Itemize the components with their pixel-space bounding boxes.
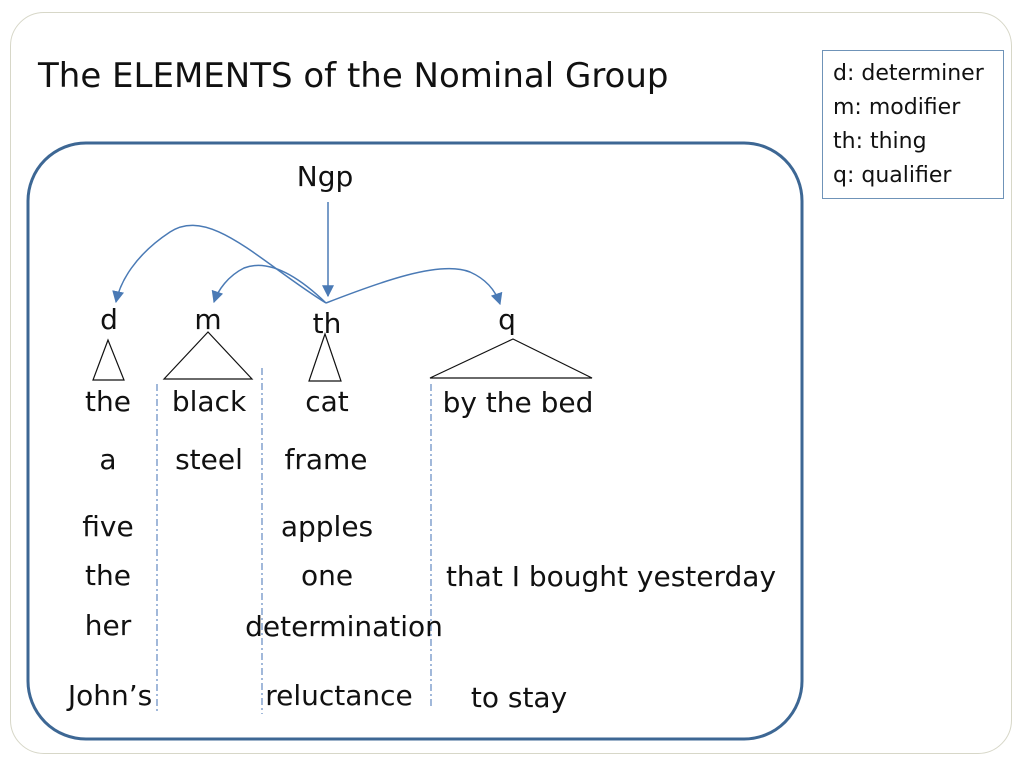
modifier-triangle: [162, 331, 254, 380]
example-determiner: her: [84, 609, 132, 642]
example-qualifier: by the bed: [442, 386, 594, 419]
qualifier-triangle: [429, 338, 593, 379]
thing-to-determiner-arrow: [112, 224, 327, 304]
example-determiner: a: [99, 443, 117, 476]
legend-box: d: determiner m: modifier th: thing q: q…: [822, 50, 1004, 199]
example-thing: one: [300, 559, 354, 592]
legend-item-modifier: m: modifier: [833, 95, 961, 120]
determiner-triangle: [92, 338, 125, 381]
thing-triangle: [308, 332, 342, 382]
example-determiner: the: [85, 385, 131, 418]
thing-to-modifier-arrow: [211, 264, 327, 304]
root-node-label: Ngp: [296, 160, 354, 193]
legend-item-thing: th: thing: [833, 129, 927, 154]
example-determiner: John’s: [67, 679, 153, 712]
example-thing: cat: [305, 385, 349, 418]
example-modifier: steel: [175, 443, 243, 476]
example-thing: frame: [284, 443, 368, 476]
example-thing: apples: [280, 510, 374, 543]
thing-to-qualifier-arrow: [325, 267, 503, 306]
legend-item-determiner: d: determiner: [833, 61, 984, 86]
example-determiner: the: [85, 559, 131, 592]
example-determiner: five: [82, 510, 134, 543]
example-thing: determination: [245, 610, 443, 643]
legend-item-qualifier: q: qualifier: [833, 163, 952, 188]
thing-node-label: th: [312, 307, 342, 340]
determiner-node-label: d: [100, 303, 118, 336]
slide-frame: [10, 12, 1012, 754]
example-thing: reluctance: [265, 679, 413, 712]
example-qualifier: to stay: [470, 681, 568, 714]
modifier-node-label: m: [194, 303, 222, 336]
slide-title: The ELEMENTS of the Nominal Group: [38, 56, 669, 96]
diagram-panel: [26, 141, 804, 741]
example-qualifier: that I bought yesterday: [445, 560, 777, 593]
qualifier-node-label: q: [498, 303, 516, 336]
example-modifier: black: [171, 385, 247, 418]
